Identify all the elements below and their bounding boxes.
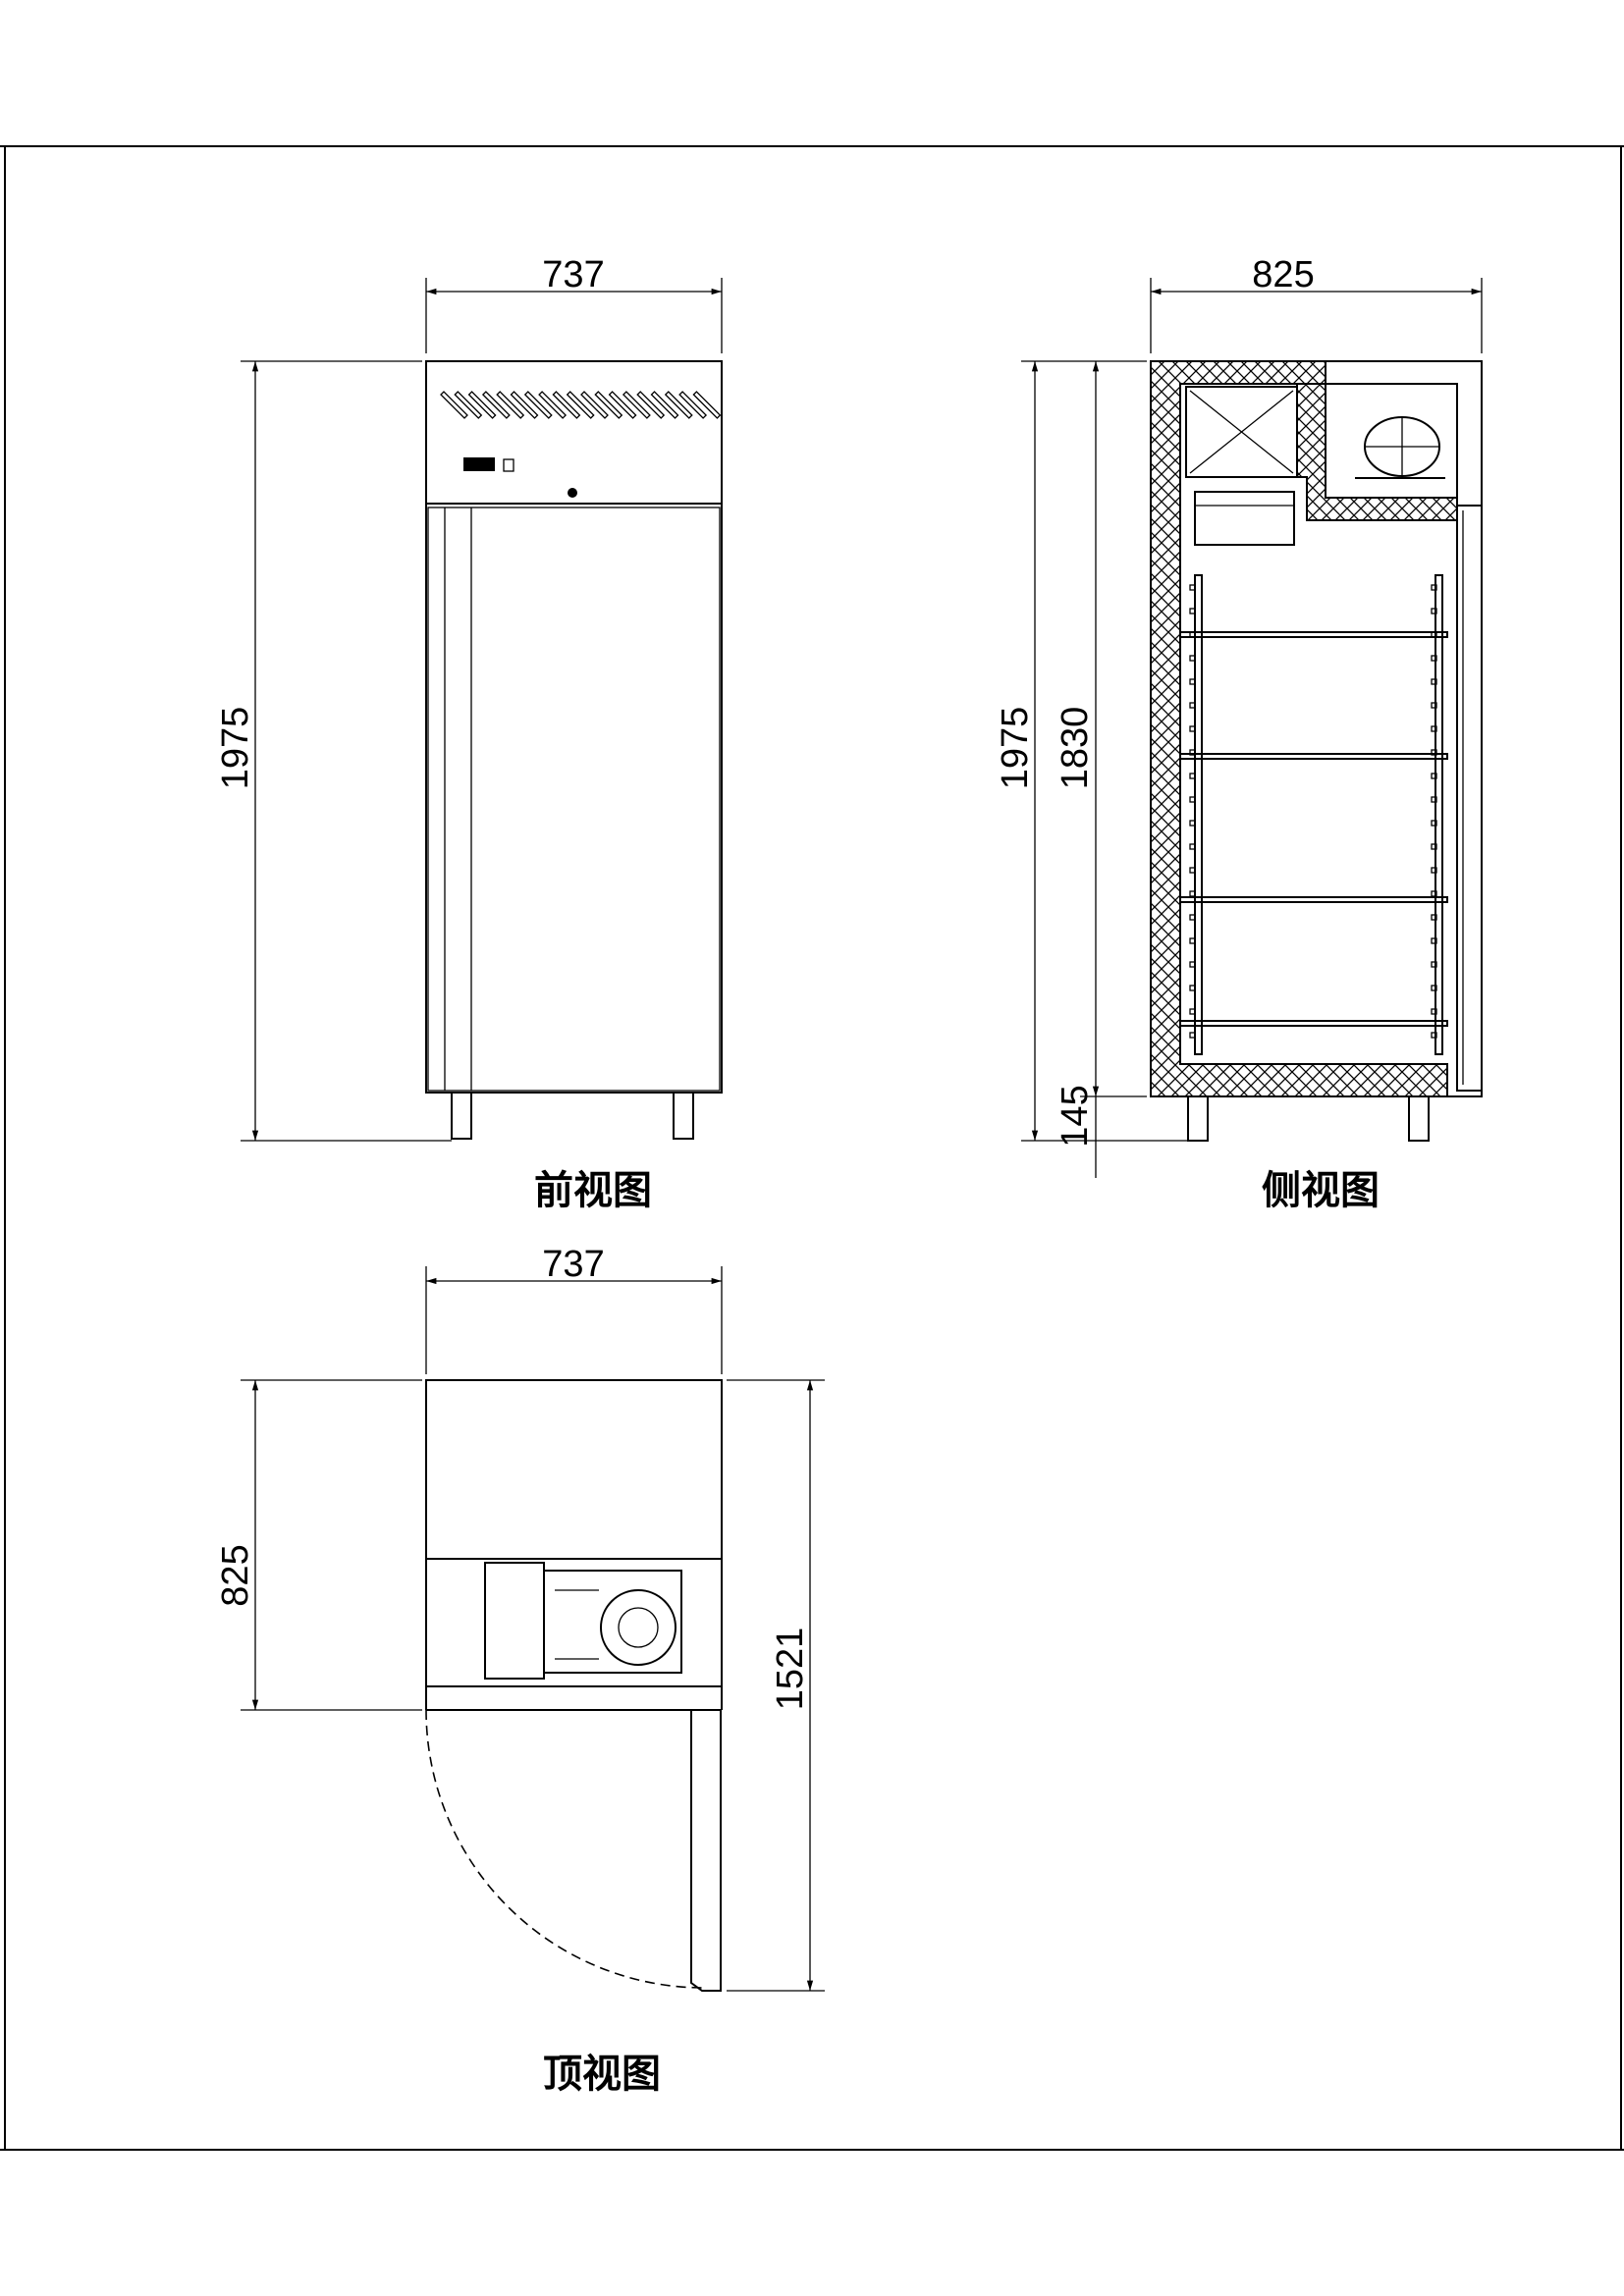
- foot-rear: [1408, 1095, 1430, 1142]
- shelf: [1179, 1020, 1448, 1027]
- door-open: [690, 1710, 722, 1992]
- side-door: [1456, 505, 1483, 1092]
- side-height-dim: 1975: [995, 707, 1036, 790]
- vent-slot: [650, 391, 679, 419]
- power-switch: [503, 458, 514, 472]
- insulation: [1150, 360, 1448, 1097]
- side-view-title: 侧视图: [1262, 1168, 1380, 1213]
- side-inner-height-dim: 1830: [1055, 707, 1096, 790]
- front-view: 737 1975 前视图: [215, 254, 723, 1213]
- vent-slot: [566, 391, 595, 419]
- door-swing-arc: [425, 1709, 705, 1989]
- control-box: [1194, 491, 1295, 546]
- top-view-title: 顶视图: [543, 2052, 661, 2097]
- shelf: [1179, 896, 1448, 903]
- vent-slot: [523, 391, 553, 419]
- top-open-depth-dim: 1521: [770, 1628, 811, 1711]
- rack-rear: [1435, 574, 1443, 1055]
- compressor-unit: [543, 1570, 682, 1674]
- door-lock-icon: [568, 488, 577, 498]
- vent-slot: [496, 391, 525, 419]
- vent-slots: [440, 391, 722, 419]
- foot-front: [1187, 1095, 1209, 1142]
- vent-slot: [622, 391, 651, 419]
- vent-slot: [552, 391, 581, 419]
- vent-slot: [594, 391, 623, 419]
- side-leg-dim: 145: [1055, 1085, 1096, 1147]
- foot-right: [673, 1092, 694, 1140]
- side-view: 825 1975 1830 145 侧视图: [995, 254, 1483, 1213]
- foot-left: [451, 1092, 472, 1140]
- vent-slot: [510, 391, 539, 419]
- shelf: [1179, 631, 1448, 638]
- shelf: [1179, 753, 1448, 760]
- top-view: 737 825 1521 顶视图: [215, 1244, 825, 2097]
- evaporator: [1185, 386, 1298, 478]
- condenser-fan: [600, 1589, 677, 1666]
- rack-front: [1194, 574, 1203, 1055]
- vent-slot: [580, 391, 609, 419]
- vent-slot: [636, 391, 666, 419]
- condenser: [484, 1562, 545, 1680]
- top-depth-dim: 825: [215, 1544, 256, 1606]
- top-width-dim: 737: [542, 1244, 604, 1285]
- front-width-dim: 737: [542, 254, 604, 295]
- compressor-compartment: [1325, 383, 1458, 499]
- vent-slot: [678, 391, 708, 419]
- vent-slot: [440, 391, 468, 419]
- shelves: [1179, 584, 1448, 1039]
- control-display: [463, 457, 495, 471]
- drawing-frame: [0, 145, 1624, 2151]
- vent-slot: [454, 391, 483, 419]
- vent-slot: [538, 391, 568, 419]
- front-view-title: 前视图: [534, 1168, 652, 1213]
- vent-slot: [664, 391, 693, 419]
- side-depth-dim: 825: [1252, 254, 1314, 295]
- vent-slot: [481, 391, 511, 419]
- vent-slot: [467, 391, 497, 419]
- front-height-dim: 1975: [215, 707, 256, 790]
- vent-slot: [692, 391, 722, 419]
- vent-slot: [608, 391, 637, 419]
